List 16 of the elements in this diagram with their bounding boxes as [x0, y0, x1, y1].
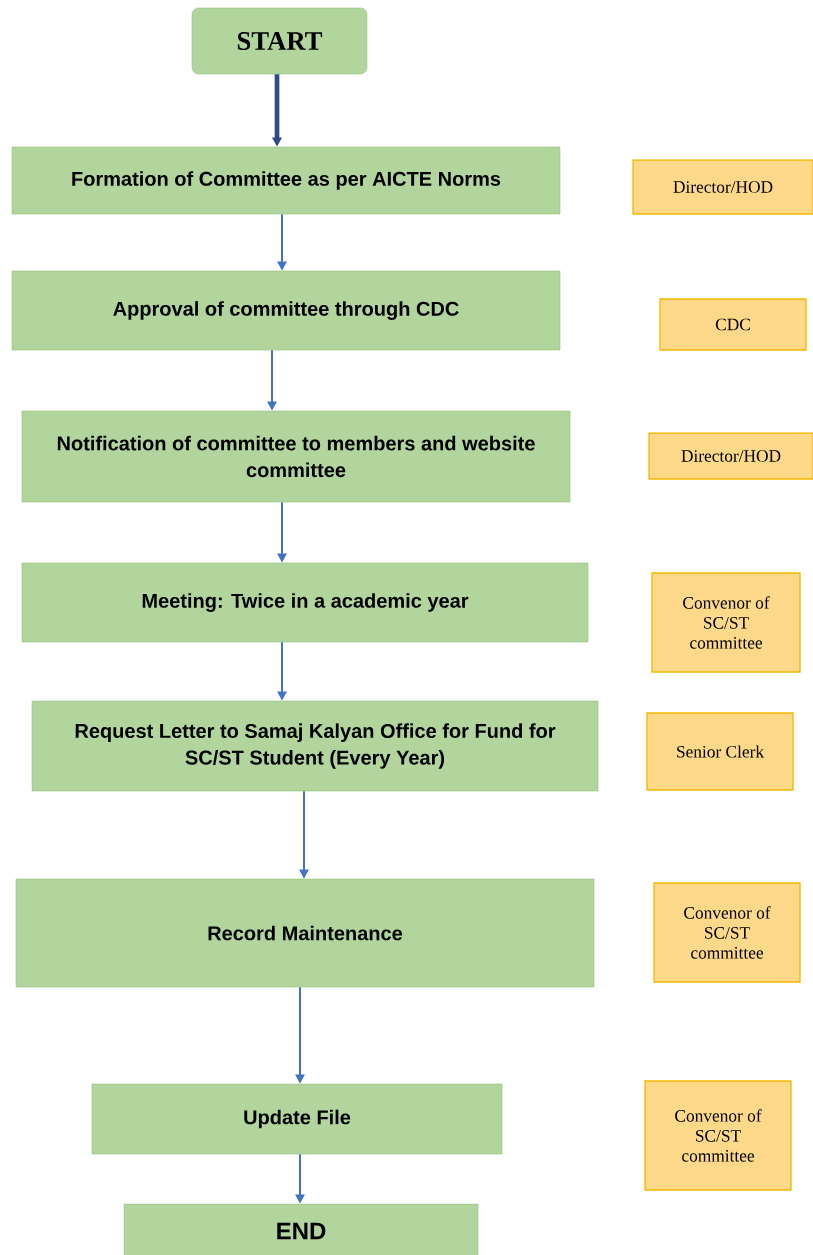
role-box: Director/HOD	[648, 432, 813, 480]
process-box: Notification of committee to members and website committee	[21, 410, 571, 503]
role-box: Senior Clerk	[646, 712, 794, 791]
process-box: Update File	[91, 1083, 503, 1155]
process-box: Record Maintenance	[15, 878, 595, 988]
process-box: Request Letter to Samaj Kalyan Office for Fund for SC/ST Student (Every Year)	[31, 700, 599, 792]
process-box: Meeting: Twice in a academic year	[21, 562, 589, 643]
role-box: Director/HOD	[632, 159, 813, 215]
process-box: Formation of Committee as per AICTE Norms	[11, 146, 561, 215]
start-box: START	[191, 7, 368, 75]
role-box: CDC	[659, 298, 807, 351]
end-box: END	[123, 1203, 479, 1255]
role-box: Convenor of SC/ST committee	[651, 572, 801, 673]
process-box: Approval of committee through CDC	[11, 270, 561, 351]
role-box: Convenor of SC/ST committee	[644, 1080, 792, 1191]
role-box: Convenor of SC/ST committee	[653, 882, 801, 983]
